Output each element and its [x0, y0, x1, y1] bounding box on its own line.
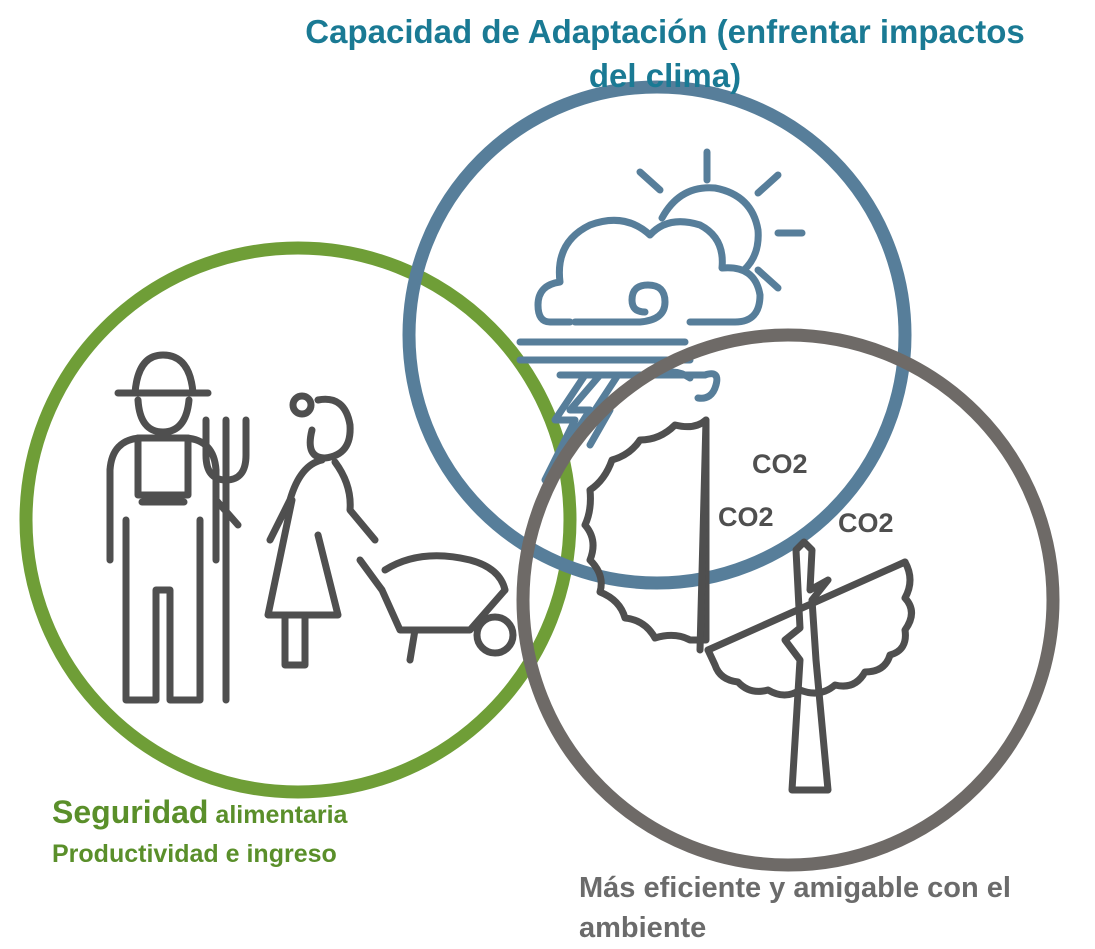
woman-icon: [264, 392, 379, 669]
co2-label: CO2: [718, 502, 774, 532]
food-security-rest: alimentaria: [215, 801, 348, 829]
adaptation-circle: [402, 80, 912, 590]
farmer-icon: [106, 351, 250, 704]
food-security-emphasis: Seguridad: [52, 794, 209, 830]
environment-label: Más eficiente y amigable con el ambiente: [579, 872, 1011, 944]
tree-icon: [581, 416, 915, 794]
weather-icon: [516, 148, 806, 484]
food-security-circle: [19, 241, 577, 799]
productivity-label: Productividad e ingreso: [52, 840, 337, 868]
wheelbarrow-icon: [356, 552, 517, 664]
co2-label: CO2: [838, 508, 894, 538]
adaptation-title: Capacidad de Adaptación (enfrentar impac…: [305, 13, 1025, 94]
co2-label: CO2: [752, 449, 808, 479]
environment-circle: [516, 328, 1060, 872]
food-security-label: Seguridad alimentaria Productividad e in…: [52, 793, 522, 874]
